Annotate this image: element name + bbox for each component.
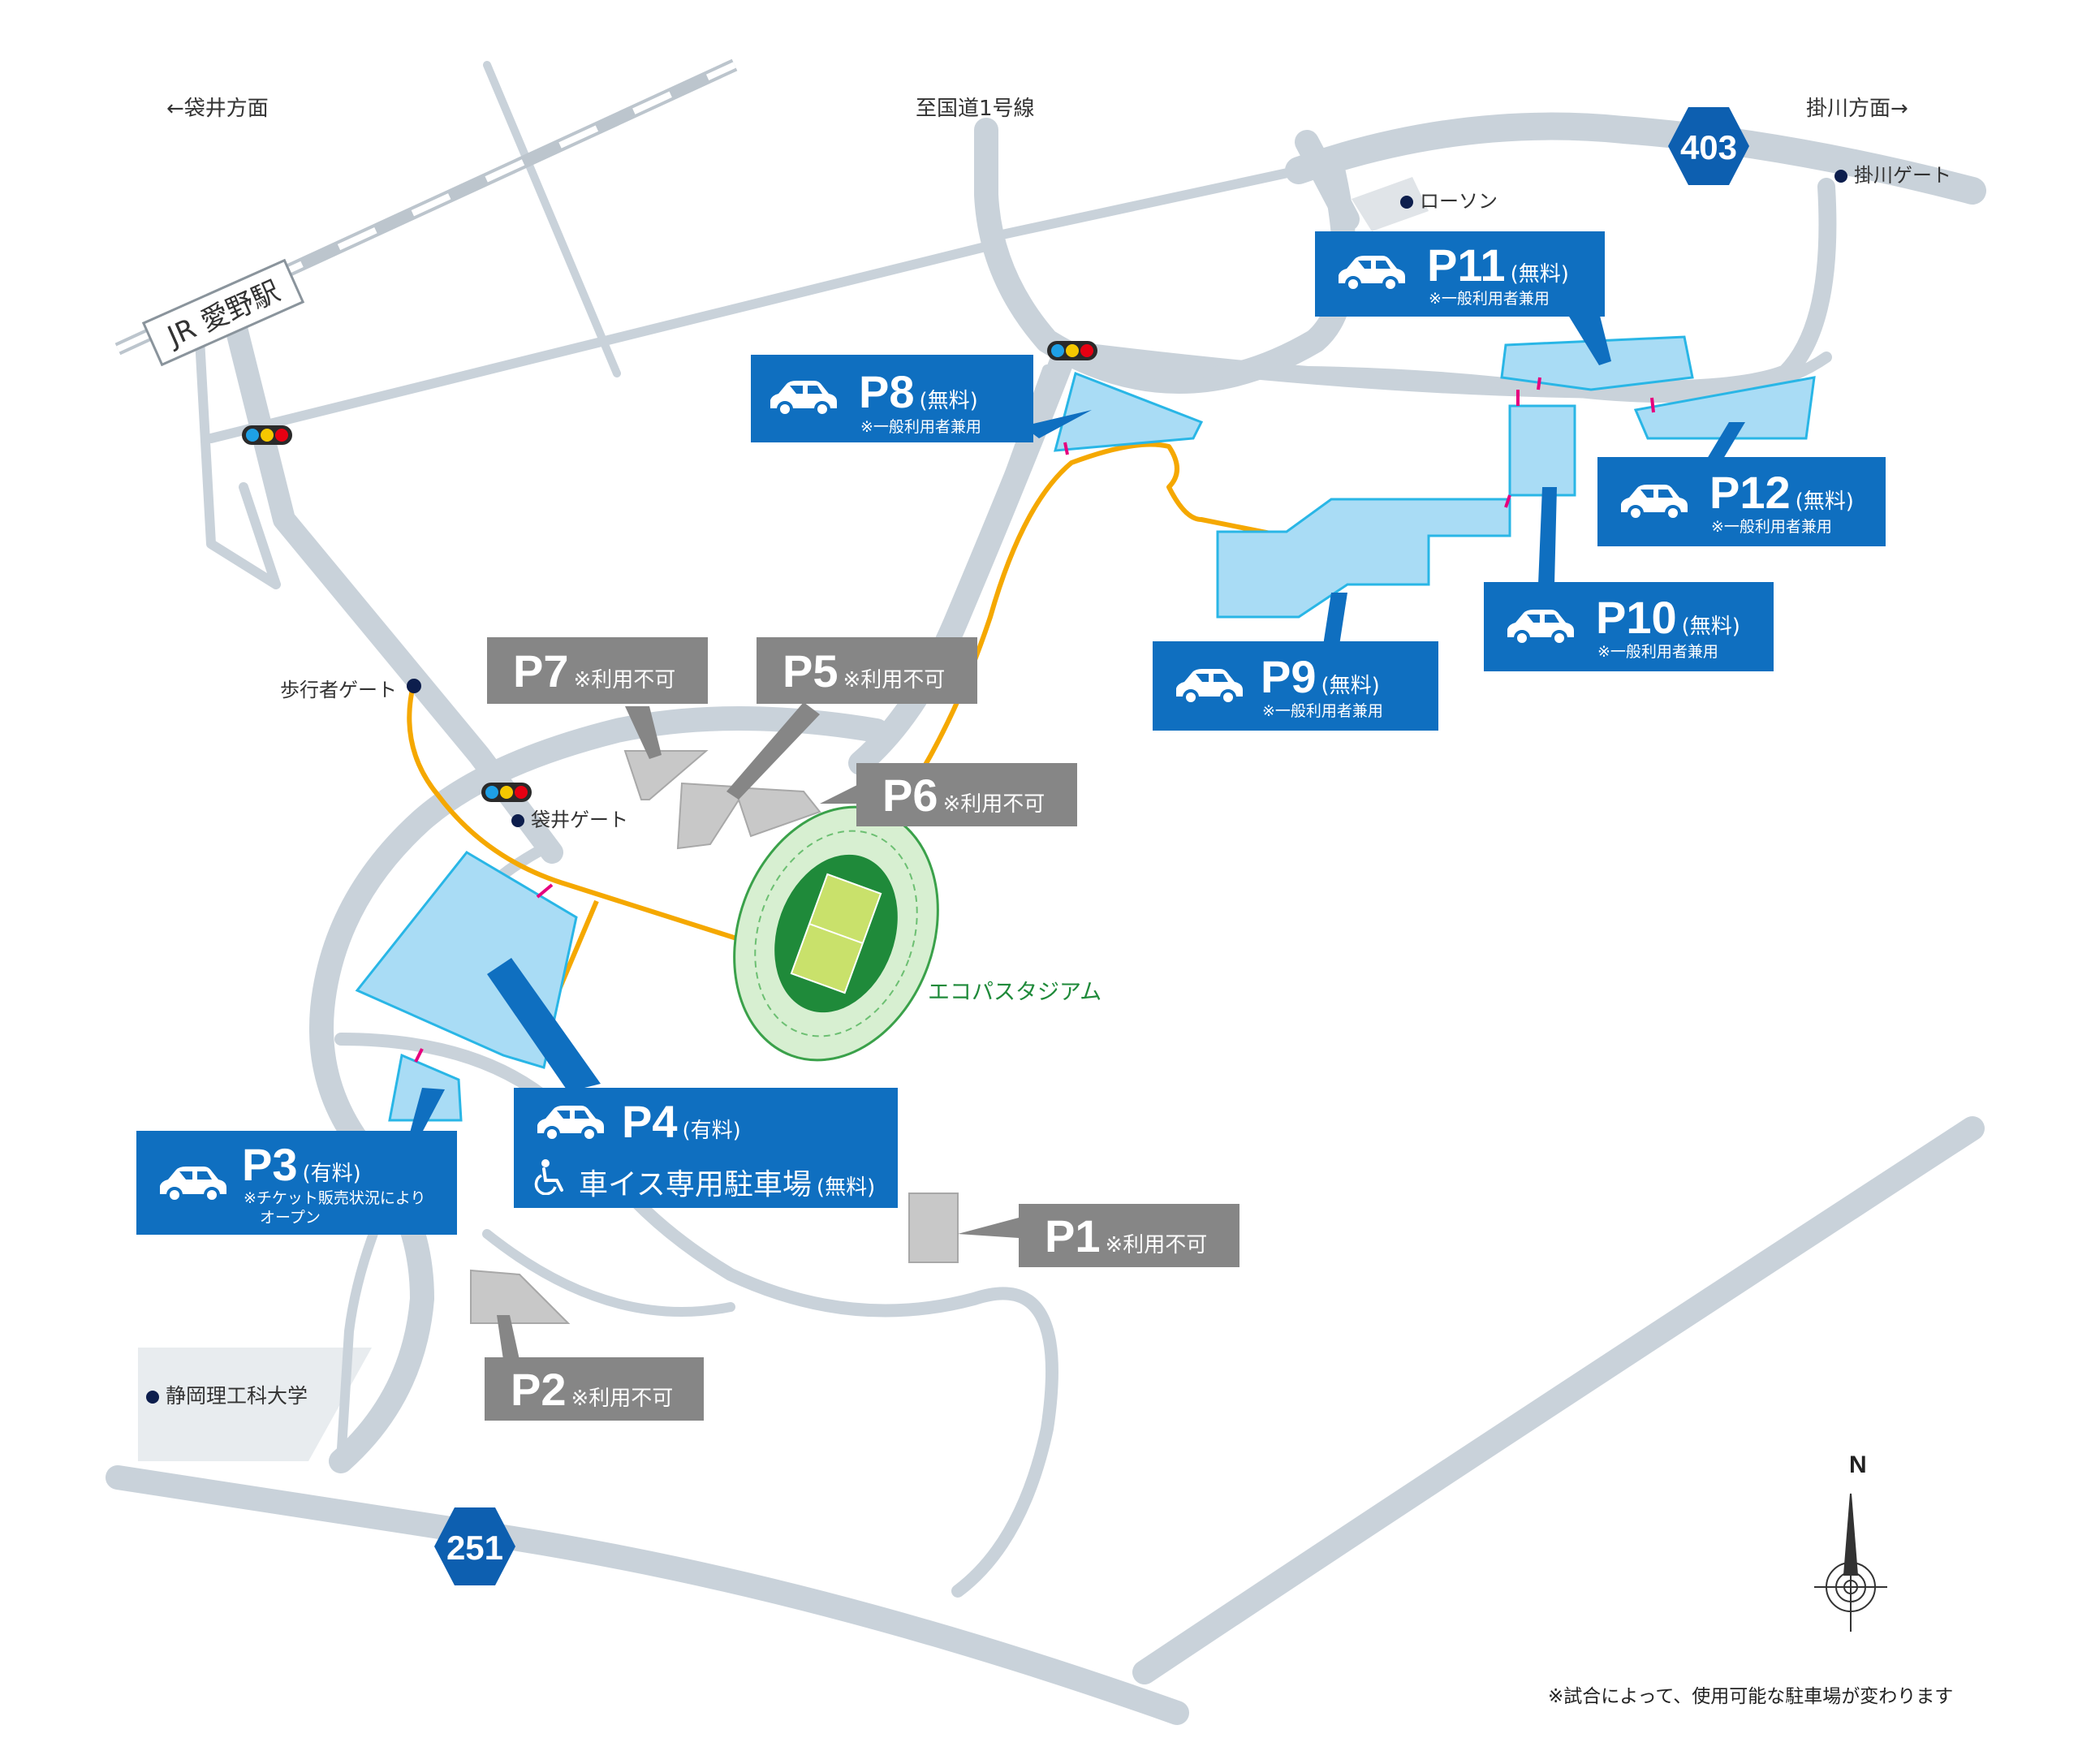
road-diagonal-inner: [945, 364, 1052, 646]
car-icon: [1618, 483, 1691, 524]
direction-route1: 至国道1号線: [916, 97, 1035, 121]
parking-label-p12[interactable]: P12(無料) ※一般利用者兼用: [1597, 457, 1886, 546]
road-south-inner: [482, 1229, 735, 1317]
parking-label-p5[interactable]: P5※利用不可: [757, 637, 977, 704]
traffic-light-fukuroi-gate: [481, 783, 532, 802]
p12-sub: ※一般利用者兼用: [1711, 518, 1832, 536]
car-icon: [534, 1104, 607, 1145]
parking-label-p4[interactable]: P4(有料) 車イス専用駐車場(無料): [514, 1088, 898, 1208]
jr-station-label: JR 愛野駅: [141, 258, 305, 367]
parking-label-p10[interactable]: P10(無料) ※一般利用者兼用: [1484, 582, 1774, 671]
lot-p6: [733, 786, 821, 838]
landmark-stadium: エコパスタジアム: [928, 980, 1102, 1005]
p5-name: P5: [782, 645, 839, 697]
footnote: ※試合によって、使用可能な駐車場が変わります: [1548, 1686, 1954, 1707]
p9-tag: (無料): [1321, 674, 1380, 698]
landmark-kakegawa-gate: 掛川ゲート: [1834, 159, 1951, 188]
p8-name: P8: [859, 366, 915, 417]
parking-label-p11[interactable]: P11(無料) ※一般利用者兼用: [1315, 231, 1605, 317]
route-251-number: 251: [446, 1529, 503, 1567]
road-network: [106, 61, 1986, 1725]
p10-tag: (無料): [1681, 615, 1740, 639]
p3-tag: (有料): [302, 1162, 361, 1186]
p12-tag: (無料): [1795, 490, 1854, 514]
traffic-lights: [242, 341, 1097, 802]
parking-label-p3[interactable]: P3(有料) ※チケット販売状況により オープン: [136, 1131, 457, 1235]
p8-sub: ※一般利用者兼用: [860, 418, 981, 436]
p6-tag: ※利用不可: [942, 792, 1045, 817]
stadium: [733, 805, 939, 1062]
compass-north: N: [1849, 1451, 1867, 1478]
road-station-loop: [194, 320, 281, 589]
compass-icon: [1814, 1493, 1887, 1632]
pedestrian-gate-dot: [407, 679, 421, 693]
entry-arrows: [414, 377, 1655, 1063]
lot-p7: [623, 750, 709, 800]
wheelchair-icon: [534, 1159, 567, 1198]
upper-thin-road: [994, 166, 1304, 240]
route-403-sign: 403: [1668, 107, 1749, 185]
direction-kakegawa: 掛川方面→: [1806, 97, 1908, 121]
road-north-south-thin: [483, 61, 621, 377]
route-403-number: 403: [1680, 128, 1737, 166]
traffic-light-west: [242, 425, 292, 445]
p4-wheelchair-label: 車イス専用駐車場: [579, 1168, 812, 1201]
p3-name: P3: [242, 1139, 298, 1190]
parking-label-p7[interactable]: P7※利用不可: [487, 637, 708, 704]
lot-p11: [1500, 335, 1694, 391]
p7-name: P7: [513, 645, 569, 697]
p3-sub2: オープン: [260, 1209, 321, 1227]
p11-name: P11: [1427, 239, 1506, 291]
parking-label-p9[interactable]: P9(無料) ※一般利用者兼用: [1153, 641, 1438, 731]
p5-tag: ※利用不可: [843, 668, 946, 692]
callout-pointers: [410, 313, 1745, 1360]
parking-label-p2[interactable]: P2※利用不可: [485, 1357, 704, 1421]
p9-sub: ※一般利用者兼用: [1262, 702, 1383, 720]
car-icon: [1335, 254, 1408, 295]
lot-p1: [908, 1193, 959, 1263]
p12-name: P12: [1709, 467, 1791, 518]
lot-p5: [676, 782, 748, 850]
p6-name: P6: [882, 770, 938, 821]
lot-p3: [388, 1053, 463, 1122]
parking-label-p6[interactable]: P6※利用不可: [856, 763, 1077, 826]
p7-tag: ※利用不可: [573, 668, 676, 692]
p2-name: P2: [511, 1364, 567, 1415]
p2-tag: ※利用不可: [571, 1387, 674, 1411]
p4-wheelchair-tag: (無料): [816, 1175, 876, 1200]
p11-sub: ※一般利用者兼用: [1429, 290, 1550, 308]
parking-label-p8[interactable]: P8(無料) ※一般利用者兼用: [751, 355, 1033, 442]
road-stadium-ring: [309, 706, 889, 1473]
landmark-pedestrian-gate: 歩行者ゲート: [280, 679, 397, 701]
route-251-road: [106, 1465, 1189, 1725]
route-251-sign: 251: [434, 1507, 515, 1585]
p1-name: P1: [1045, 1210, 1101, 1262]
lot-p10: [1508, 404, 1576, 497]
parking-lots-unavailable: [470, 750, 959, 1324]
p11-tag: (無料): [1510, 262, 1569, 287]
lot-p12: [1633, 376, 1816, 440]
car-icon: [1173, 667, 1246, 708]
traffic-light-north: [1047, 341, 1097, 360]
landmark-lawson: ローソン: [1400, 185, 1498, 213]
landmark-university: 静岡理工科大学: [146, 1380, 308, 1409]
direction-fukuroi: ←袋井方面: [166, 97, 269, 121]
landmark-fukuroi-gate: 袋井ゲート: [511, 804, 628, 832]
parking-label-p1[interactable]: P1※利用不可: [1019, 1204, 1239, 1267]
car-icon: [1504, 608, 1577, 649]
p4-name: P4: [622, 1096, 678, 1147]
p3-sub1: ※チケット販売状況により: [244, 1189, 426, 1207]
p9-name: P9: [1261, 651, 1317, 702]
p1-tag: ※利用不可: [1105, 1233, 1208, 1257]
p4-tag: (有料): [682, 1119, 741, 1143]
lot-p2: [470, 1269, 571, 1324]
p8-tag: (無料): [919, 389, 978, 413]
p10-sub: ※一般利用者兼用: [1597, 643, 1718, 661]
lot-p9: [1216, 498, 1511, 619]
p10-name: P10: [1596, 592, 1677, 643]
car-icon: [767, 379, 840, 420]
car-icon: [157, 1165, 230, 1205]
road-southeast: [1132, 1116, 1985, 1684]
